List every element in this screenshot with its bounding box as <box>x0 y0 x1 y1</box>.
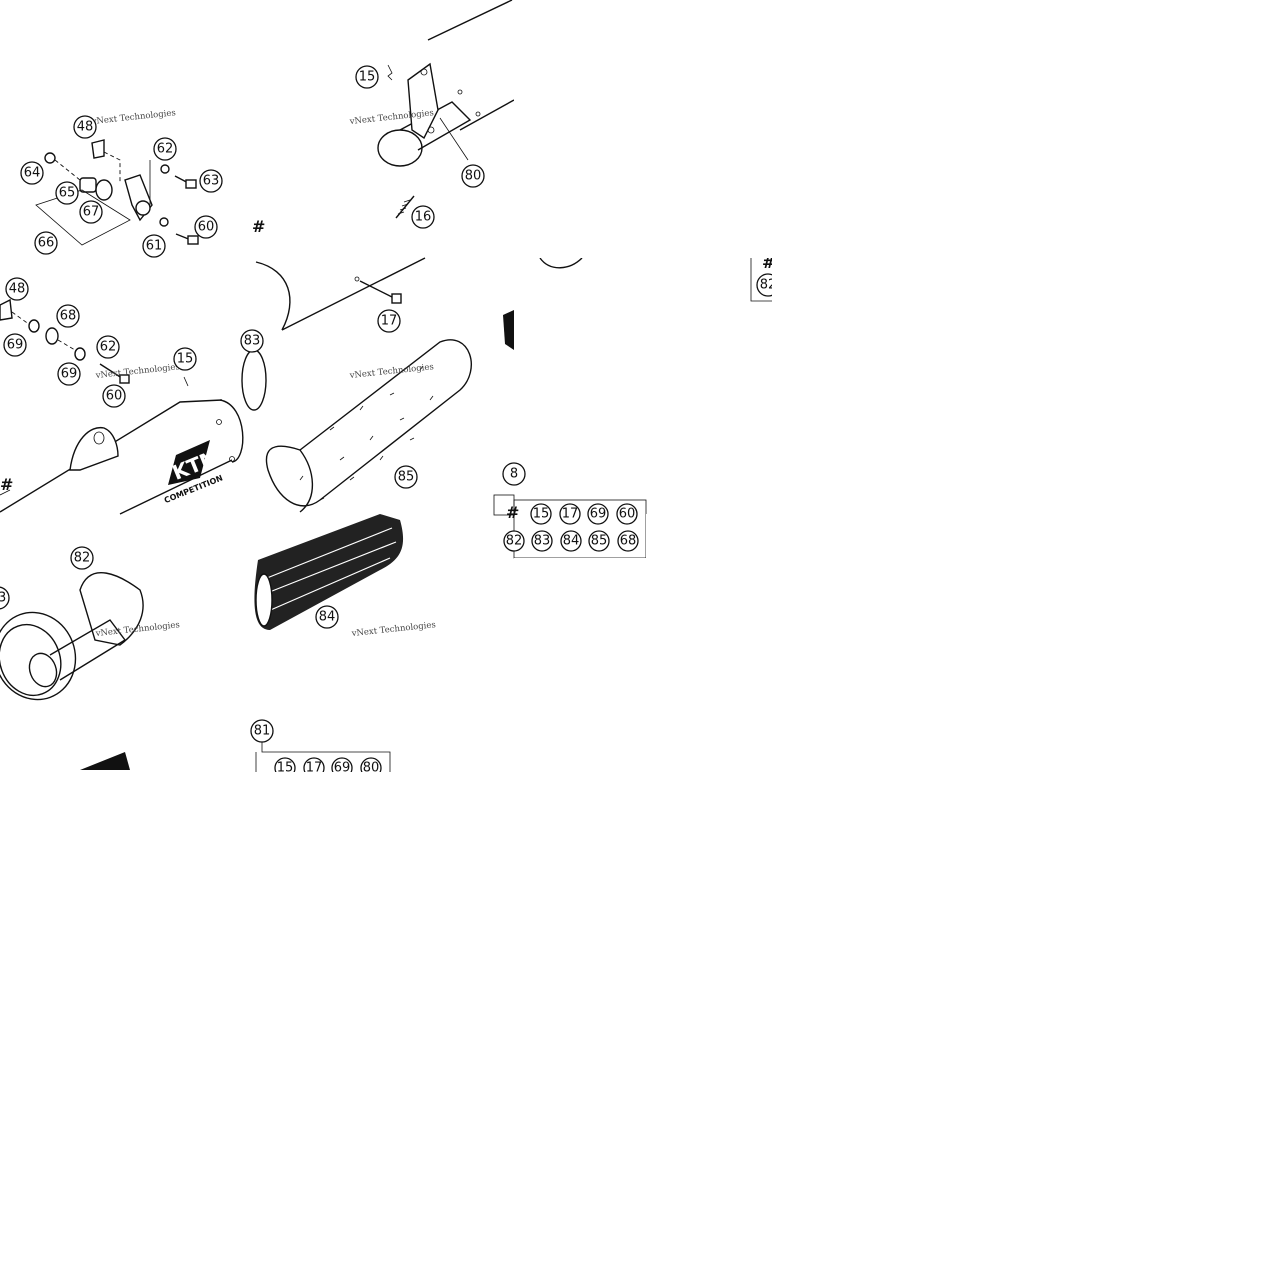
svg-text:60: 60 <box>619 507 636 522</box>
svg-text:80: 80 <box>363 761 380 776</box>
svg-text:68: 68 <box>620 534 637 549</box>
callout-82: 82 <box>70 546 94 570</box>
svg-text:85: 85 <box>591 534 608 549</box>
svg-text:17: 17 <box>381 314 398 329</box>
svg-text:82: 82 <box>74 551 91 566</box>
callout-48: 48 <box>5 277 29 301</box>
callout-85: 85 <box>394 465 418 489</box>
svg-text:84: 84 <box>319 610 336 625</box>
callout-66: 66 <box>34 231 58 255</box>
muffler-body <box>0 399 244 515</box>
end-cap <box>0 572 144 770</box>
svg-text:60: 60 <box>198 220 215 235</box>
svg-text:63: 63 <box>203 174 220 189</box>
callout-83: 83 <box>240 329 264 353</box>
silencer-packing <box>265 339 472 513</box>
svg-text:67: 67 <box>83 205 100 220</box>
callout-61: 61 <box>142 234 166 258</box>
legend-item-60: 60 <box>616 503 638 525</box>
callout-62: 62 <box>96 335 120 359</box>
callout-62: 62 <box>153 137 177 161</box>
callout-65: 65 <box>55 181 79 205</box>
svg-text:69: 69 <box>334 761 351 776</box>
ktm-logo: KTM COMPETITION <box>163 440 224 505</box>
legend-item-69: 69 <box>587 503 609 525</box>
svg-text:61: 61 <box>146 239 163 254</box>
svg-text:81: 81 <box>254 724 271 739</box>
svg-text:69: 69 <box>590 507 607 522</box>
svg-text:85: 85 <box>398 470 415 485</box>
legend-box: # 15 17 69 60 82 83 84 85 68 <box>503 499 647 559</box>
mounting-bracket-group-lower <box>0 298 189 387</box>
callout-84: 84 <box>315 605 339 629</box>
svg-text:15: 15 <box>177 352 194 367</box>
callout-80: 80 <box>461 164 485 188</box>
svg-text:16: 16 <box>415 210 432 225</box>
callout-60: 60 <box>194 215 218 239</box>
hash-mark: # <box>0 475 13 494</box>
callout-69: 69 <box>3 333 27 357</box>
svg-text:62: 62 <box>157 142 174 157</box>
legend-item-15: 15 <box>530 503 552 525</box>
watermark: vNext Technologies <box>350 620 436 639</box>
watermark: vNext Technologies <box>90 108 176 127</box>
callout-69: 69 <box>57 362 81 386</box>
svg-text:83: 83 <box>244 334 261 349</box>
callout-17: 17 <box>377 309 401 333</box>
legend-item-83: 83 <box>531 530 553 552</box>
callout-81: 81 <box>250 719 274 743</box>
callout-15: 15 <box>173 347 197 371</box>
svg-text:80: 80 <box>465 169 482 184</box>
svg-text:48: 48 <box>9 282 26 297</box>
callout-64: 64 <box>20 161 44 185</box>
svg-text:82: 82 <box>506 534 523 549</box>
hash-mark: # <box>252 217 265 236</box>
callout-60: 60 <box>102 384 126 408</box>
legend-item-17: 17 <box>559 503 581 525</box>
svg-text:15: 15 <box>533 507 550 522</box>
svg-text:65: 65 <box>59 186 76 201</box>
baffle-insert <box>254 514 404 630</box>
svg-text:15: 15 <box>277 761 294 776</box>
svg-text:17: 17 <box>562 507 579 522</box>
svg-text:83: 83 <box>534 534 551 549</box>
callout-15: 15 <box>355 65 379 89</box>
legend-item-84: 84 <box>560 530 582 552</box>
callout-68: 68 <box>56 304 80 328</box>
svg-text:83: 83 <box>0 591 6 606</box>
svg-text:17: 17 <box>306 761 323 776</box>
svg-text:48: 48 <box>77 120 94 135</box>
sleeve-fragment <box>493 257 583 516</box>
watermark: vNext Technologies <box>94 362 180 381</box>
svg-text:66: 66 <box>38 236 55 251</box>
svg-text:69: 69 <box>61 367 78 382</box>
svg-text:60: 60 <box>106 389 123 404</box>
svg-text:84: 84 <box>563 534 580 549</box>
legend-item-68: 68 <box>617 530 639 552</box>
svg-text:8: 8 <box>510 467 518 482</box>
legend-item-85: 85 <box>588 530 610 552</box>
callout-8: 8 <box>502 462 526 486</box>
hash-mark: # <box>506 503 519 522</box>
svg-text:64: 64 <box>24 166 41 181</box>
svg-text:15: 15 <box>359 70 376 85</box>
callout-63: 63 <box>199 169 223 193</box>
callout-16: 16 <box>411 205 435 229</box>
svg-text:62: 62 <box>100 340 117 355</box>
svg-text:69: 69 <box>7 338 24 353</box>
legend-item-82: 82 <box>503 530 525 552</box>
svg-text:68: 68 <box>60 309 77 324</box>
link-pipe-assembly <box>377 0 515 219</box>
callout-67: 67 <box>79 200 103 224</box>
callout-48: 48 <box>73 115 97 139</box>
callout-83: 83 <box>0 586 10 610</box>
